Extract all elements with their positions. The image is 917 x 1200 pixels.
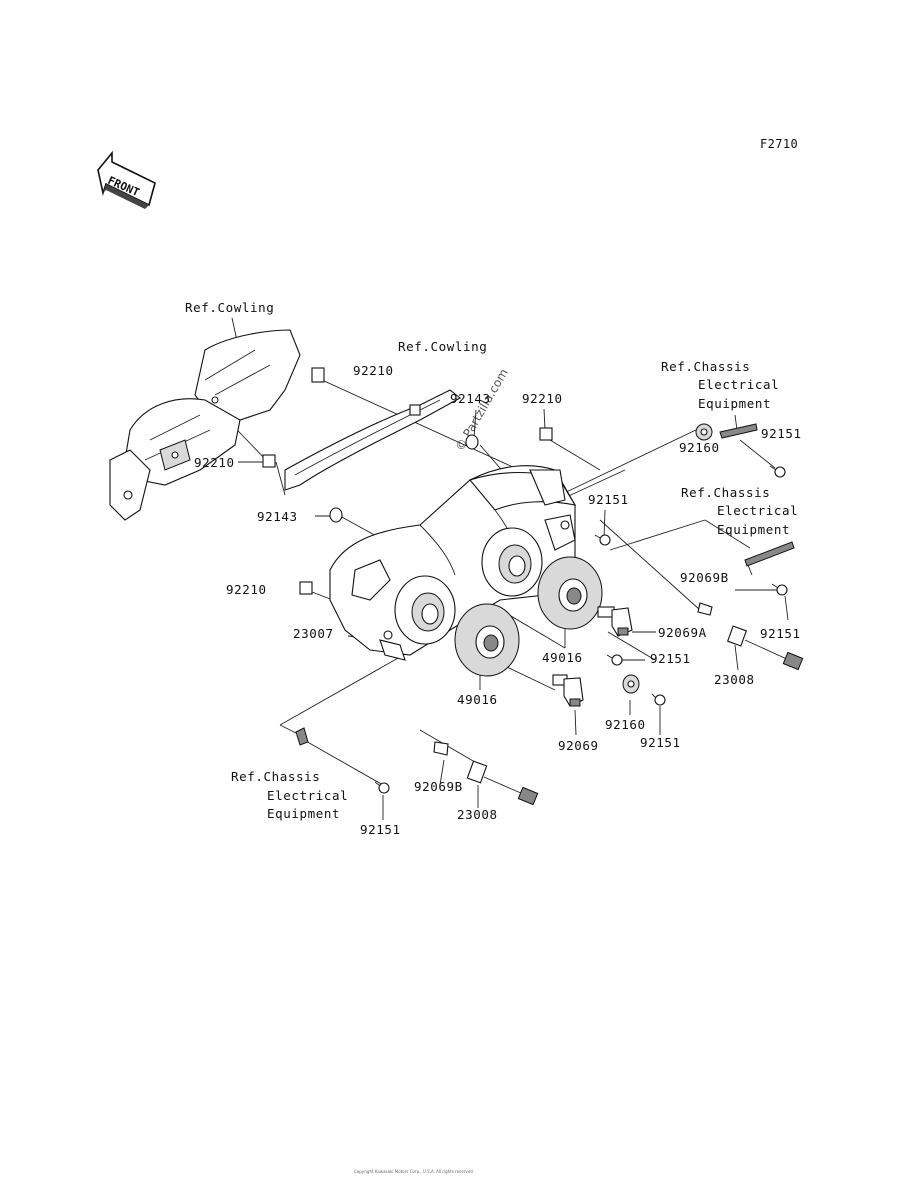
svg-text:Equipment: Equipment xyxy=(698,396,771,411)
part-label-92151-d: 92151 xyxy=(650,651,691,666)
bolt-92151-c xyxy=(771,583,788,596)
part-label-92210-b: 92210 xyxy=(194,455,235,470)
part-label-92151-e: 92151 xyxy=(640,735,681,750)
svg-text:Ref.Chassis: Ref.Chassis xyxy=(231,769,320,784)
part-label-92069A: 92069A xyxy=(658,625,707,640)
svg-text:Equipment: Equipment xyxy=(717,522,790,537)
part-label-92210-c: 92210 xyxy=(522,391,563,406)
grommet-92143-b xyxy=(465,434,479,450)
socket-92069A xyxy=(597,606,633,637)
part-label-92143-b: 92143 xyxy=(450,391,491,406)
clip-92210-d xyxy=(299,581,313,595)
ref-cowling-label-2: Ref.Cowling xyxy=(398,339,487,354)
part-label-92151-b: 92151 xyxy=(588,492,629,507)
socket-23008-upper xyxy=(726,625,804,671)
svg-text:Electrical: Electrical xyxy=(267,788,348,803)
headlight-assembly-23007 xyxy=(329,465,577,661)
svg-text:Equipment: Equipment xyxy=(267,806,340,821)
rubber-cap-49016-a xyxy=(454,603,520,677)
ground-strap-upper xyxy=(719,423,758,439)
socket-23008-lower xyxy=(466,760,539,806)
bolt-92151-f xyxy=(374,781,390,794)
part-label-23008-b: 23008 xyxy=(457,807,498,822)
ref-chassis-label-3: Ref.Chassis Electrical Equipment xyxy=(231,769,348,821)
part-label-49016-b: 49016 xyxy=(457,692,498,707)
bolt-92151-d xyxy=(606,654,623,666)
upper-cowling-bracket xyxy=(109,329,301,521)
part-label-92143-a: 92143 xyxy=(257,509,298,524)
grommet-92143-a xyxy=(329,507,343,523)
watermark: © Partzilla.com xyxy=(452,366,510,453)
svg-text:Ref.Chassis: Ref.Chassis xyxy=(681,485,770,500)
part-label-92160-b: 92160 xyxy=(605,717,646,732)
part-label-92210-d: 92210 xyxy=(226,582,267,597)
ref-chassis-label-2: Ref.Chassis Electrical Equipment xyxy=(681,485,798,537)
part-label-92151-f: 92151 xyxy=(360,822,401,837)
part-label-92069B-a: 92069B xyxy=(680,570,729,585)
part-label-92160-a: 92160 xyxy=(679,440,720,455)
ref-chassis-label-1: Ref.Chassis Electrical Equipment xyxy=(661,359,779,411)
bolt-92151-e xyxy=(651,693,666,706)
ref-cowling-label-1: Ref.Cowling xyxy=(185,300,274,315)
clip-92210-c xyxy=(539,427,553,441)
headlight-stay-rail xyxy=(284,389,461,491)
part-label-49016-a: 49016 xyxy=(542,650,583,665)
diagram-code: F2710 xyxy=(760,137,798,151)
part-label-92069: 92069 xyxy=(558,738,599,753)
grommet-92160-a xyxy=(695,423,713,441)
rubber-cap-49016-b xyxy=(537,556,603,630)
part-label-92151-c: 92151 xyxy=(760,626,801,641)
grommet-92160-b xyxy=(622,674,640,694)
front-arrow-icon: FRONT xyxy=(97,150,156,209)
clip-92210-a xyxy=(311,367,325,383)
ground-strap-middle xyxy=(744,541,795,567)
part-label-92069B-b: 92069B xyxy=(414,779,463,794)
part-label-23008-a: 23008 xyxy=(714,672,755,687)
bolt-92151-b xyxy=(594,534,611,546)
part-label-92151-a: 92151 xyxy=(761,426,802,441)
ground-strap-lower xyxy=(295,727,309,746)
part-label-23007: 23007 xyxy=(293,626,334,641)
bulb-92069B-upper xyxy=(697,602,713,616)
svg-text:Ref.Chassis: Ref.Chassis xyxy=(661,359,750,374)
part-label-92210-a: 92210 xyxy=(353,363,394,378)
bulb-92069B-lower xyxy=(433,741,449,756)
svg-text:Electrical: Electrical xyxy=(717,503,798,518)
footer-copyright: Copyright Kawasaki Motors Corp., U.S.A. … xyxy=(354,1169,474,1174)
bolt-92151-a xyxy=(769,465,786,478)
clip-92210-b xyxy=(262,454,276,468)
socket-92069 xyxy=(552,674,584,707)
svg-text:Electrical: Electrical xyxy=(698,377,779,392)
